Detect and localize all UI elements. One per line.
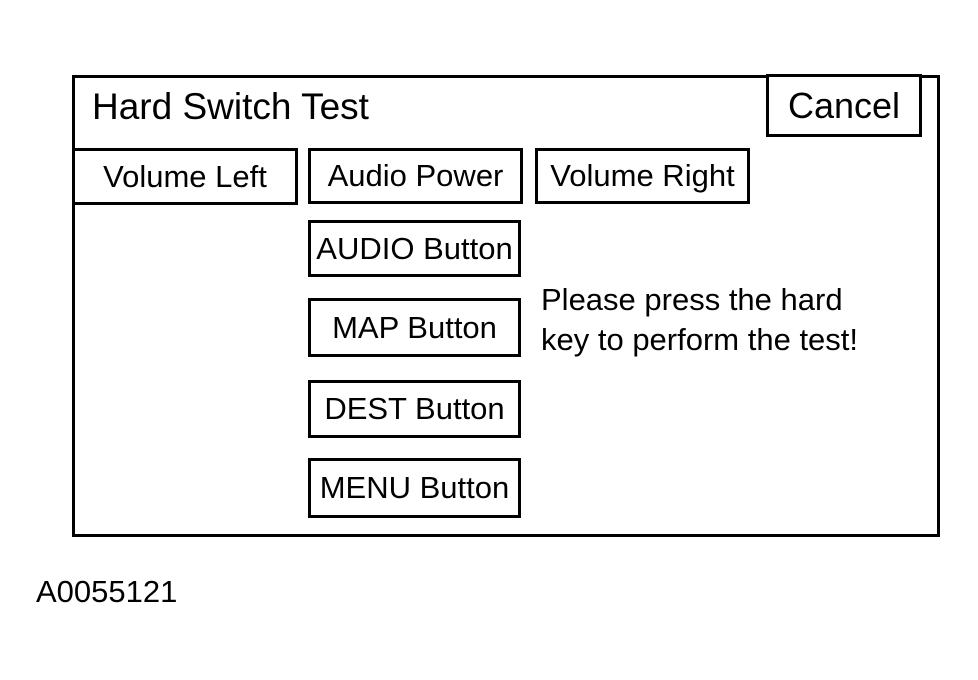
panel-title: Hard Switch Test xyxy=(92,86,369,127)
figure-label: A0055121 xyxy=(36,574,178,609)
audio-power-key-button[interactable]: Audio Power xyxy=(308,148,523,204)
instruction-line-2: key to perform the test! xyxy=(541,322,859,357)
map-key-button[interactable]: MAP Button xyxy=(308,298,521,357)
menu-key-button[interactable]: MENU Button xyxy=(308,458,521,518)
volume-left-key-button[interactable]: Volume Left xyxy=(72,148,298,205)
volume-right-key-button[interactable]: Volume Right xyxy=(535,148,750,204)
audio-key-button[interactable]: AUDIO Button xyxy=(308,220,521,277)
cancel-button[interactable]: Cancel xyxy=(766,74,922,137)
instruction-text: Please press the hard key to perform the… xyxy=(541,280,881,360)
instruction-line-1: Please press the hard xyxy=(541,282,843,317)
dest-key-button[interactable]: DEST Button xyxy=(308,380,521,438)
